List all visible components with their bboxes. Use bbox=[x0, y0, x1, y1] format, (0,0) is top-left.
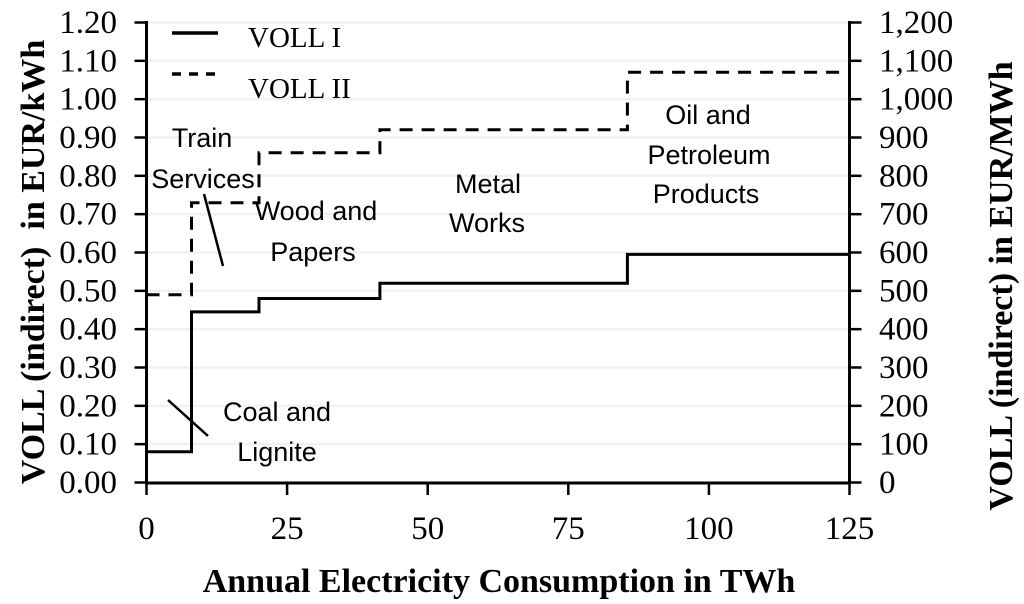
coal-and-lignite-leader-line bbox=[167, 399, 209, 437]
series-voll-i bbox=[146, 252, 850, 454]
left-axis-tick-label: 0.50 bbox=[59, 273, 117, 309]
left-axis-tick-label: 0.70 bbox=[59, 197, 117, 233]
right-axis-tick-label: 200 bbox=[879, 388, 929, 424]
right-y-axis-title: VOLL (indirect) in EUR/MWh bbox=[983, 61, 1020, 510]
right-axis-tick-label: 1,200 bbox=[879, 5, 953, 41]
series-voll-ii bbox=[146, 70, 850, 297]
left-axis-tick-label: 0.20 bbox=[59, 388, 117, 424]
left-axis-tick-label: 0.40 bbox=[59, 312, 117, 348]
left-axis-tick-label: 0.90 bbox=[59, 120, 117, 156]
x-axis-tick-label: 25 bbox=[271, 511, 304, 547]
legend: VOLL I VOLL II bbox=[172, 22, 351, 105]
right-axis-tick-label: 1,000 bbox=[879, 82, 953, 118]
left-axis-tick-label: 1.00 bbox=[59, 82, 117, 118]
left-axis-tick-label: 1.10 bbox=[59, 43, 117, 79]
annotation-coal-and-lignite-line2: Lignite bbox=[237, 437, 317, 467]
axis-titles: Annual Electricity Consumption in TWh VO… bbox=[15, 40, 1020, 600]
annotation-oil-petroleum-line2: Petroleum bbox=[647, 140, 770, 170]
train-services-leader-line bbox=[202, 193, 225, 267]
right-axis-tick-label: 700 bbox=[879, 197, 929, 233]
left-axis-tick-label: 0.80 bbox=[59, 158, 117, 194]
x-axis-tick-label: 0 bbox=[138, 511, 155, 547]
left-axis-tick-label: 0.00 bbox=[59, 465, 117, 501]
annotation-train-services-line1: Train bbox=[172, 123, 233, 153]
gridlines bbox=[146, 21, 850, 446]
x-axis-tick-label: 100 bbox=[684, 511, 734, 547]
annotation-oil-petroleum-line1: Oil and bbox=[665, 100, 751, 130]
annotation-wood-and-papers-line2: Papers bbox=[270, 237, 356, 267]
left-axis-tick-label: 0.30 bbox=[59, 350, 117, 386]
left-axis-tick-label: 0.60 bbox=[59, 235, 117, 271]
right-axis-tick-label: 0 bbox=[879, 465, 896, 501]
left-y-axis-title: VOLL (indirect) in EUR/kWh bbox=[15, 40, 52, 485]
right-axis-tick-label: 600 bbox=[879, 235, 929, 271]
legend-voll-ii-label: VOLL II bbox=[248, 73, 351, 105]
right-axis-tick-label: 1,100 bbox=[879, 43, 953, 79]
right-axis-tick-label: 300 bbox=[879, 350, 929, 386]
x-axis-tick-label: 125 bbox=[825, 511, 875, 547]
right-axis-tick-label: 800 bbox=[879, 158, 929, 194]
right-axis-tick-label: 500 bbox=[879, 273, 929, 309]
right-axis-tick-label: 100 bbox=[879, 427, 929, 463]
annotation-coal-and-lignite-line1: Coal and bbox=[223, 397, 331, 427]
data-series bbox=[146, 70, 850, 454]
tick-marks bbox=[134, 21, 862, 495]
annotation-train-services-line2: Services bbox=[151, 164, 255, 194]
right-axis-tick-label: 400 bbox=[879, 312, 929, 348]
annotation-metal-works-line2: Works bbox=[449, 208, 525, 238]
annotation-oil-petroleum-line3: Products bbox=[653, 179, 760, 209]
x-axis-tick-label: 50 bbox=[411, 511, 444, 547]
x-axis-tick-label: 75 bbox=[552, 511, 585, 547]
x-axis-title: Annual Electricity Consumption in TWh bbox=[203, 563, 796, 600]
annotation-metal-works-line1: Metal bbox=[455, 169, 521, 199]
legend-voll-i-label: VOLL I bbox=[248, 22, 341, 54]
annotations: Train Services Wood and Papers Metal Wor… bbox=[151, 100, 770, 467]
annotation-wood-and-papers-line1: Wood and bbox=[255, 196, 378, 226]
tick-labels: 1.201.101.000.900.800.700.600.500.400.30… bbox=[59, 5, 953, 547]
left-axis-tick-label: 1.20 bbox=[59, 5, 117, 41]
left-axis-tick-label: 0.10 bbox=[59, 427, 117, 463]
right-axis-tick-label: 900 bbox=[879, 120, 929, 156]
